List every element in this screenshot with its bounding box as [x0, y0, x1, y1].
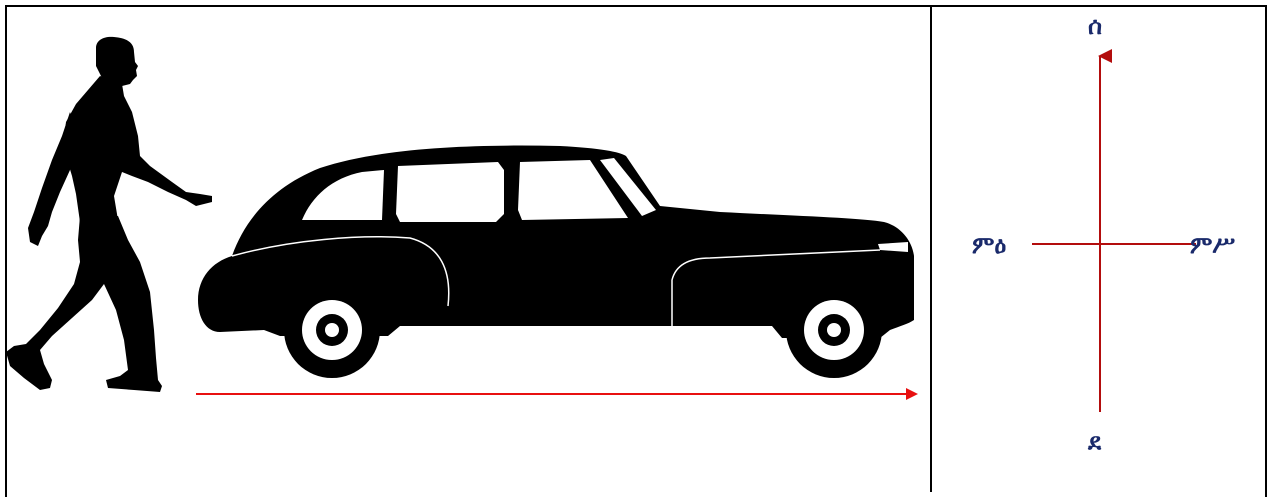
car-rear-wheel — [284, 282, 380, 378]
vintage-sedan-silhouette — [198, 146, 914, 378]
person-legs — [6, 216, 162, 392]
compass-north-label: ሰ — [1088, 14, 1102, 38]
person-torso — [64, 76, 212, 222]
person-back-arm — [28, 112, 80, 246]
compass-east-label: ምሥ — [1190, 233, 1235, 257]
car-middle-window — [396, 162, 504, 222]
compass-south-label: ደ — [1088, 430, 1101, 454]
compass-cross — [1032, 56, 1196, 412]
compass-west-label: ምዕ — [972, 233, 1006, 257]
car-front-wheel — [786, 282, 882, 378]
walking-person-silhouette — [6, 37, 212, 392]
